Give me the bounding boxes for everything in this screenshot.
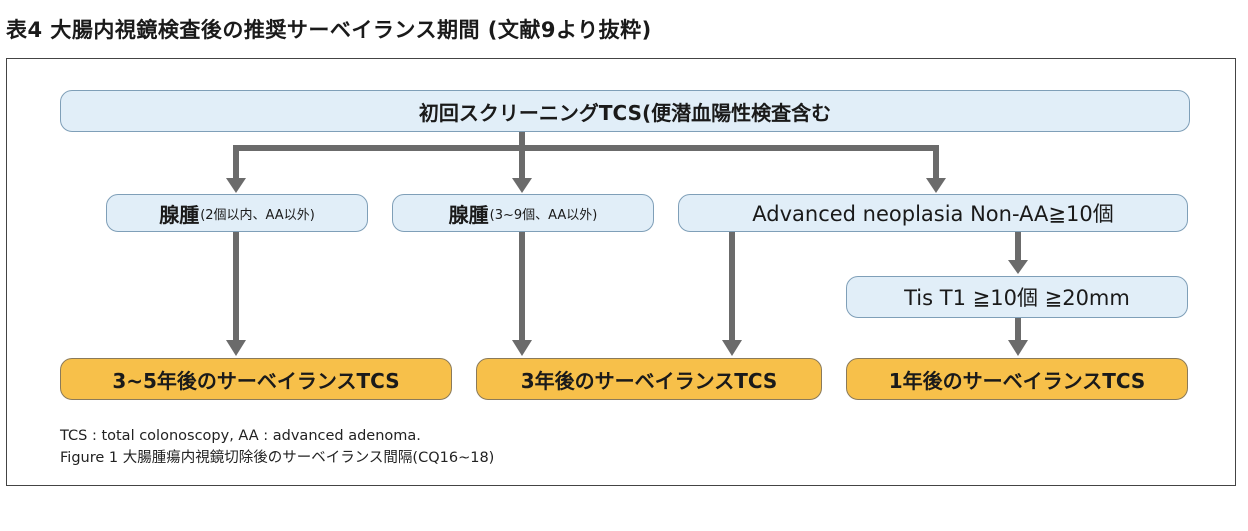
branch-bar-line: [233, 145, 939, 180]
arrowhead-icon: [1008, 260, 1028, 274]
outcome-node-3-5yr: 3~5年後のサーベイランスTCS: [60, 358, 452, 400]
sub-node-tis-t1: Tis T1 ≧10個 ≧20mm: [846, 276, 1188, 318]
figure-caption: Figure 1 大腸腫瘍内視鏡切除後のサーベイランス間隔(CQ16~18): [60, 450, 495, 466]
arrowhead-icon: [512, 340, 532, 356]
table-title: 表4 大腸内視鏡検査後の推奨サーベイランス期間 (文献9より抜粋): [6, 18, 652, 42]
category-note-label: (3~9個、AA以外): [489, 207, 598, 223]
outcome-node-1yr: 1年後のサーベイランスTCS: [846, 358, 1188, 400]
arrowhead-icon: [722, 340, 742, 356]
category-main-label: Advanced neoplasia Non-AA≧10個: [752, 202, 1114, 226]
root-node: 初回スクリーニングTCS(便潜血陽性検査含む: [60, 90, 1190, 132]
arrowhead-icon: [226, 340, 246, 356]
arrowhead-icon: [1008, 340, 1028, 356]
category-main-label: 腺腫: [448, 202, 489, 227]
category-node-adenoma-small: 腺腫(2個以内、AA以外): [106, 194, 368, 232]
figure-frame: [6, 58, 1236, 486]
root-node-label: 初回スクリーニングTCS(便潜血陽性検査含む: [418, 100, 832, 125]
arrowhead-icon: [926, 178, 946, 193]
category-main-label: 腺腫: [159, 202, 200, 227]
outcome-label: 3~5年後のサーベイランスTCS: [112, 368, 400, 393]
arrowhead-icon: [226, 178, 246, 193]
category-node-adenoma-mid: 腺腫(3~9個、AA以外): [392, 194, 654, 232]
outcome-label: 1年後のサーベイランスTCS: [888, 368, 1146, 393]
category-node-advanced: Advanced neoplasia Non-AA≧10個: [678, 194, 1188, 232]
footnotes: TCS : total colonoscopy, AA : advanced a…: [60, 425, 494, 469]
outcome-node-3yr: 3年後のサーベイランスTCS: [476, 358, 822, 400]
arrowhead-icon: [512, 178, 532, 193]
category-note-label: (2個以内、AA以外): [200, 207, 315, 223]
abbreviation-note: TCS : total colonoscopy, AA : advanced a…: [60, 428, 421, 444]
outcome-label: 3年後のサーベイランスTCS: [520, 368, 778, 393]
sub-node-label: Tis T1 ≧10個 ≧20mm: [904, 286, 1130, 310]
